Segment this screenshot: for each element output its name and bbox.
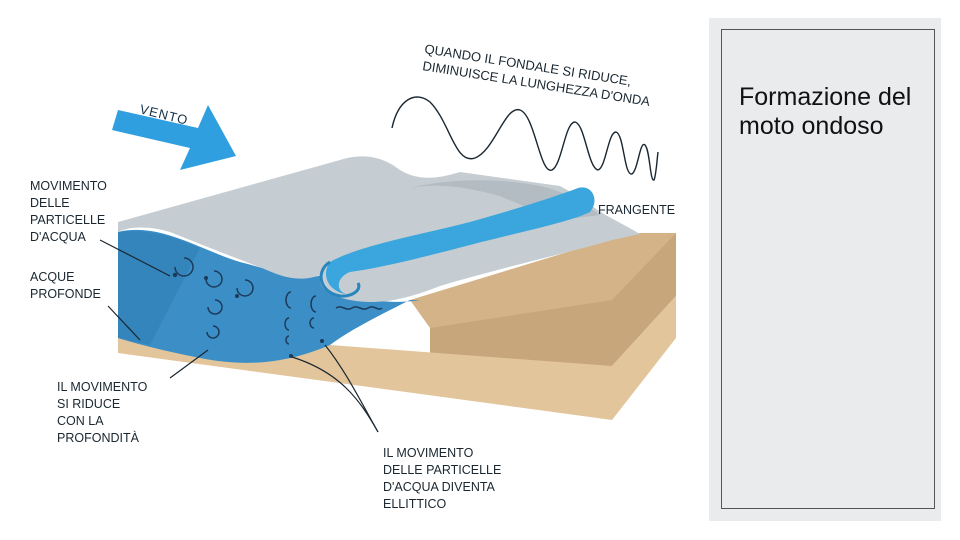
particles-label: MOVIMENTO DELLE PARTICELLE D'ACQUA [30, 179, 107, 244]
depth-reduction-label: IL MOVIMENTO SI RIDUCE CON LA PROFONDITÀ [57, 380, 148, 445]
svg-text:PROFONDE: PROFONDE [30, 287, 101, 301]
svg-text:SI RIDUCE: SI RIDUCE [57, 397, 120, 411]
svg-text:DELLE: DELLE [30, 196, 70, 210]
svg-text:PARTICELLE: PARTICELLE [30, 213, 105, 227]
elliptic-motion-label: IL MOVIMENTO DELLE PARTICELLE D'ACQUA DI… [383, 446, 501, 511]
wave-formation-diagram: VENTO QUANDO IL FONDALE SI RIDUCE, DIMIN… [0, 0, 700, 540]
breaker-label: FRANGENTE [598, 203, 675, 217]
svg-text:PROFONDITÀ: PROFONDITÀ [57, 430, 140, 445]
slide-title: Formazione del moto ondoso [739, 83, 929, 141]
svg-text:IL MOVIMENTO: IL MOVIMENTO [57, 380, 148, 394]
deep-water-label: ACQUE PROFONDE [30, 270, 101, 301]
svg-text:D'ACQUA: D'ACQUA [30, 230, 87, 244]
svg-text:IL MOVIMENTO: IL MOVIMENTO [383, 446, 474, 460]
svg-text:ACQUE: ACQUE [30, 270, 74, 284]
svg-text:ELLITTICO: ELLITTICO [383, 497, 446, 511]
wavelength-squiggle [392, 97, 658, 180]
svg-text:D'ACQUA DIVENTA: D'ACQUA DIVENTA [383, 480, 496, 494]
svg-text:DELLE PARTICELLE: DELLE PARTICELLE [383, 463, 501, 477]
svg-text:CON LA: CON LA [57, 414, 104, 428]
svg-text:MOVIMENTO: MOVIMENTO [30, 179, 107, 193]
